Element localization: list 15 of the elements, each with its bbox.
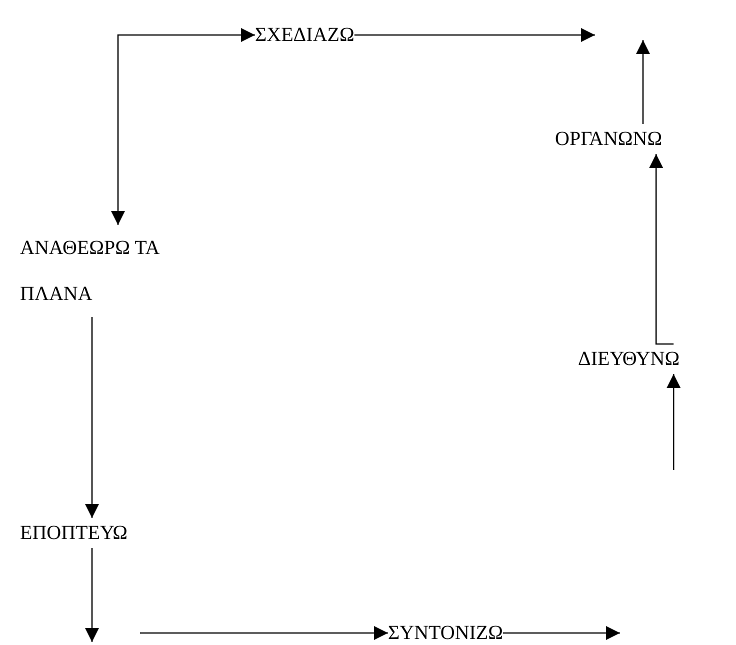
arrow xyxy=(666,374,681,470)
arrow xyxy=(636,40,650,124)
arrow xyxy=(140,626,388,640)
arrow xyxy=(85,548,99,642)
arrow xyxy=(503,626,620,640)
step-label: ΟΡΓΑΝΩΝΩ xyxy=(555,124,662,154)
arrow xyxy=(85,317,99,518)
step-label: ΕΠΟΠΤΕΥΩ xyxy=(20,518,128,548)
arrow xyxy=(649,154,674,345)
step-label: ΔΙΕΥΘΥΝΩ xyxy=(578,344,680,374)
arrow xyxy=(354,28,595,42)
step-label: ΑΝΑΘΕΩΡΩ ΤΑ ΠΛΑΝΑ xyxy=(20,225,215,317)
arrow xyxy=(111,28,255,225)
step-label: ΣΥΝΤΟΝΙΖΩ xyxy=(388,618,504,645)
step-label: ΣΧΕΔΙΑΖΩ xyxy=(255,20,354,50)
